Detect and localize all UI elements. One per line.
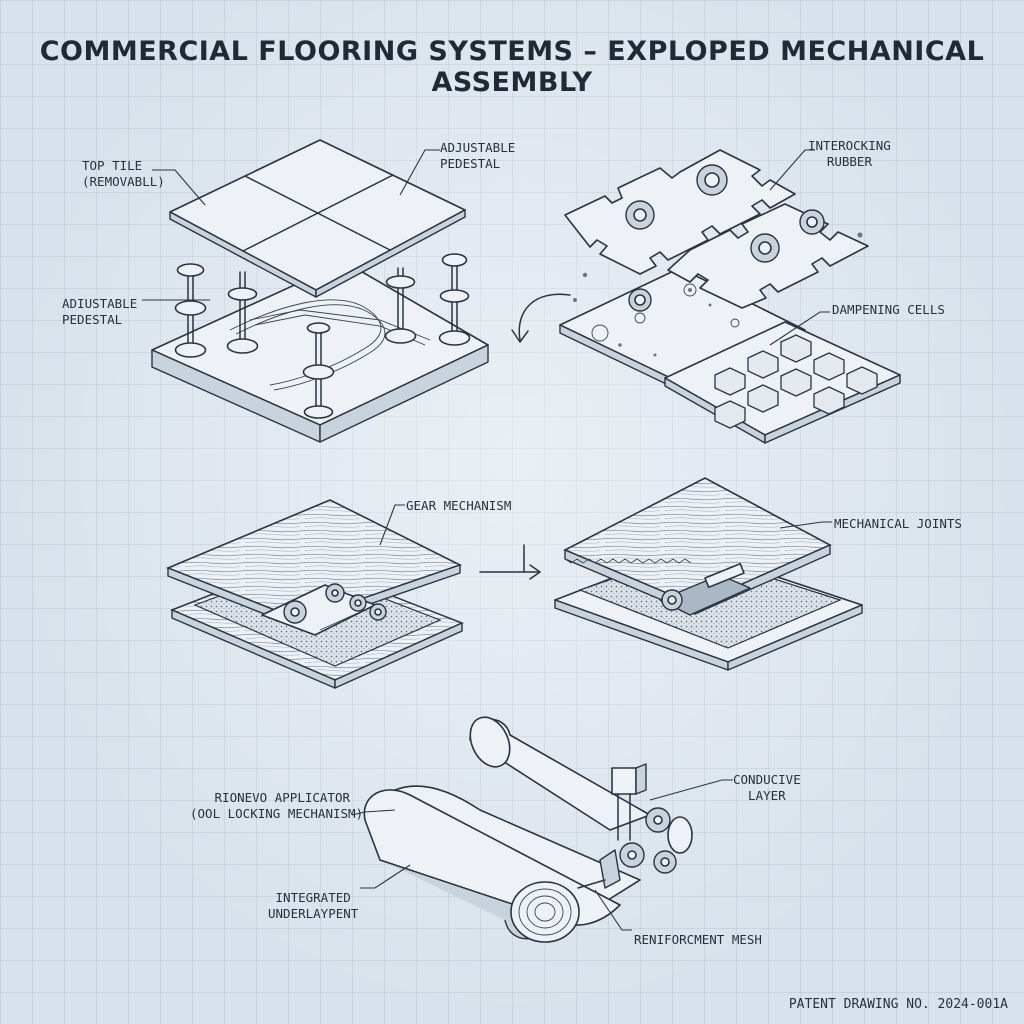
pedestal-panel [142,139,489,443]
label-integrated-underlayment: INTEGRATED UNDERLAYPENT [268,890,359,921]
pedestal-posts [174,253,471,419]
label-applicator: RIONEVO APPLICATOR (OOL LOCKING MECHANIS… [190,790,364,821]
top-tile [169,139,466,298]
transfer-arrow [518,293,571,341]
label-adjustable-pedestal-left: ADIUSTABLE PEDESTAL [62,296,138,327]
label-gear-mechanism: GEAR MECHANISM [406,498,512,513]
flow-arrow [479,544,541,580]
label-interlocking-rubber: INTEROCKING RUBBER [808,138,891,169]
pedestal-base-plate [151,261,489,443]
interlocking-rubber-pieces [564,149,869,312]
main-roll [363,789,621,943]
label-top-tile: TOP TILE (REMOVABLL) [82,158,165,189]
applicator-gears [619,807,693,874]
mechanical-joint-detail [659,562,751,616]
dampening-cell-tile [664,321,901,444]
label-conductive-layer: CONDUCIVE LAYER [733,772,801,803]
label-adjustable-pedestal-top: ADJUSTABLE PEDESTAL [440,140,516,171]
label-dampening-cells: DAMPENING CELLS [832,302,945,317]
joint-plank-panel [554,477,863,671]
page-title: COMMERCIAL FLOORING SYSTEMS – EXPLOPED M… [39,36,985,98]
label-mechanical-joints: MECHANICAL JOINTS [834,516,962,531]
hex-cells [714,334,878,429]
patent-drawing-number: PATENT DRAWING NO. 2024-001A [788,997,1008,1012]
rubber-panel [511,149,901,444]
upper-roll [469,716,651,831]
underlayment-sheet [394,785,641,906]
roll-panel [351,716,733,943]
gear-mechanism [261,583,387,636]
applicator-mechanism [577,763,693,889]
label-reinforcement-mesh: RENIFORCMENT MESH [634,932,762,947]
gear-plank-panel [165,499,541,689]
